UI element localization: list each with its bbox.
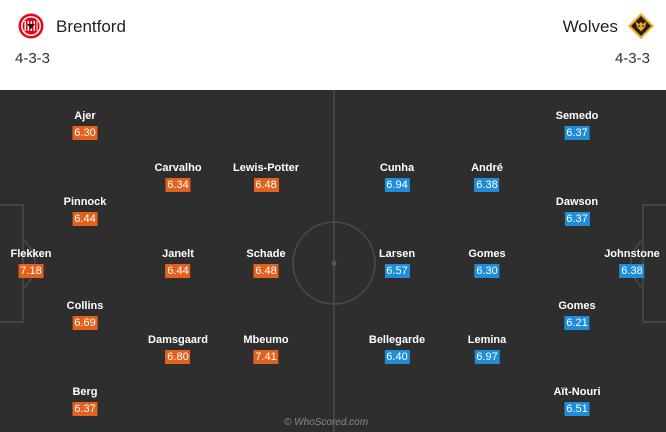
brentford-crest-icon bbox=[18, 13, 44, 39]
player-name: Ajer bbox=[74, 110, 96, 122]
player-rating: 6.38 bbox=[619, 264, 645, 278]
home-player[interactable]: Ajer 6.30 bbox=[72, 110, 98, 141]
player-name: Dawson bbox=[555, 196, 599, 208]
player-rating: 6.44 bbox=[72, 212, 98, 226]
player-name: Johnstone bbox=[604, 248, 660, 260]
watermark: © WhoScored.com bbox=[284, 417, 369, 428]
away-player[interactable]: Gomes 6.21 bbox=[558, 300, 596, 331]
home-player[interactable]: Janelt 6.44 bbox=[162, 248, 194, 279]
player-name: Gomes bbox=[468, 248, 506, 260]
player-rating: 6.21 bbox=[564, 316, 590, 330]
home-formation: 4-3-3 bbox=[15, 50, 51, 67]
player-name: Gomes bbox=[558, 300, 596, 312]
player-name: Damsgaard bbox=[148, 334, 208, 346]
home-player[interactable]: Flekken 7.18 bbox=[10, 248, 52, 279]
player-rating: 7.41 bbox=[253, 350, 279, 364]
home-player[interactable]: Schade 6.48 bbox=[246, 248, 286, 279]
away-formation: 4-3-3 bbox=[614, 50, 650, 67]
away-player[interactable]: Dawson 6.37 bbox=[556, 196, 598, 227]
away-player[interactable]: Johnstone 6.38 bbox=[604, 248, 660, 279]
pitch-markings bbox=[0, 90, 666, 432]
away-player[interactable]: Gomes 6.30 bbox=[468, 248, 506, 279]
player-rating: 6.37 bbox=[564, 126, 590, 140]
player-name: André bbox=[471, 162, 503, 174]
player-name: Collins bbox=[66, 300, 104, 312]
player-name: Berg bbox=[72, 386, 98, 398]
away-player[interactable]: Larsen 6.57 bbox=[379, 248, 415, 279]
player-rating: 6.80 bbox=[165, 350, 191, 364]
home-player[interactable]: Damsgaard 6.80 bbox=[148, 334, 208, 365]
player-name: Carvalho bbox=[154, 162, 202, 174]
player-rating: 7.18 bbox=[18, 264, 44, 278]
away-player[interactable]: Lemina 6.97 bbox=[467, 334, 507, 365]
away-player[interactable]: Aït-Nouri 6.51 bbox=[553, 386, 601, 417]
player-name: Bellegarde bbox=[368, 334, 426, 346]
player-rating: 6.44 bbox=[165, 264, 191, 278]
away-player[interactable]: Cunha 6.94 bbox=[380, 162, 414, 193]
player-name: Larsen bbox=[378, 248, 416, 260]
pitch: Flekken 7.18 Ajer 6.30 Pinnock 6.44 Coll… bbox=[0, 90, 666, 432]
wolves-crest-icon bbox=[628, 13, 654, 39]
player-name: Cunha bbox=[379, 162, 415, 174]
home-player[interactable]: Berg 6.37 bbox=[72, 386, 98, 417]
home-player[interactable]: Pinnock 6.44 bbox=[63, 196, 107, 227]
player-rating: 6.34 bbox=[165, 178, 191, 192]
player-rating: 6.30 bbox=[474, 264, 500, 278]
player-rating: 6.48 bbox=[253, 178, 279, 192]
player-name: Flekken bbox=[10, 248, 52, 260]
player-rating: 6.51 bbox=[564, 402, 590, 416]
player-rating: 6.48 bbox=[253, 264, 279, 278]
player-rating: 6.37 bbox=[564, 212, 590, 226]
home-team-name[interactable]: Brentford bbox=[56, 17, 126, 36]
player-rating: 6.30 bbox=[72, 126, 98, 140]
player-name: Lemina bbox=[467, 334, 507, 346]
player-name: Lewis-Potter bbox=[232, 162, 300, 174]
home-player[interactable]: Mbeumo 7.41 bbox=[243, 334, 289, 365]
player-rating: 6.37 bbox=[72, 402, 98, 416]
match-header: Brentford 4-3-3 Wolves 4-3-3 bbox=[0, 0, 666, 90]
player-rating: 6.69 bbox=[72, 316, 98, 330]
away-team-name[interactable]: Wolves bbox=[562, 17, 618, 36]
player-name: Aït-Nouri bbox=[553, 386, 601, 398]
away-player[interactable]: André 6.38 bbox=[471, 162, 503, 193]
player-rating: 6.97 bbox=[474, 350, 500, 364]
home-player[interactable]: Collins 6.69 bbox=[66, 300, 104, 331]
player-rating: 6.38 bbox=[474, 178, 500, 192]
away-player[interactable]: Semedo 6.37 bbox=[555, 110, 599, 141]
player-rating: 6.57 bbox=[384, 264, 410, 278]
player-rating: 6.94 bbox=[384, 178, 410, 192]
home-player[interactable]: Carvalho 6.34 bbox=[154, 162, 202, 193]
home-player[interactable]: Lewis-Potter 6.48 bbox=[233, 162, 299, 193]
away-player[interactable]: Bellegarde 6.40 bbox=[369, 334, 425, 365]
player-rating: 6.40 bbox=[384, 350, 410, 364]
player-name: Mbeumo bbox=[243, 334, 289, 346]
player-name: Semedo bbox=[555, 110, 599, 122]
player-name: Pinnock bbox=[63, 196, 107, 208]
player-name: Janelt bbox=[162, 248, 194, 260]
player-name: Schade bbox=[246, 248, 286, 260]
